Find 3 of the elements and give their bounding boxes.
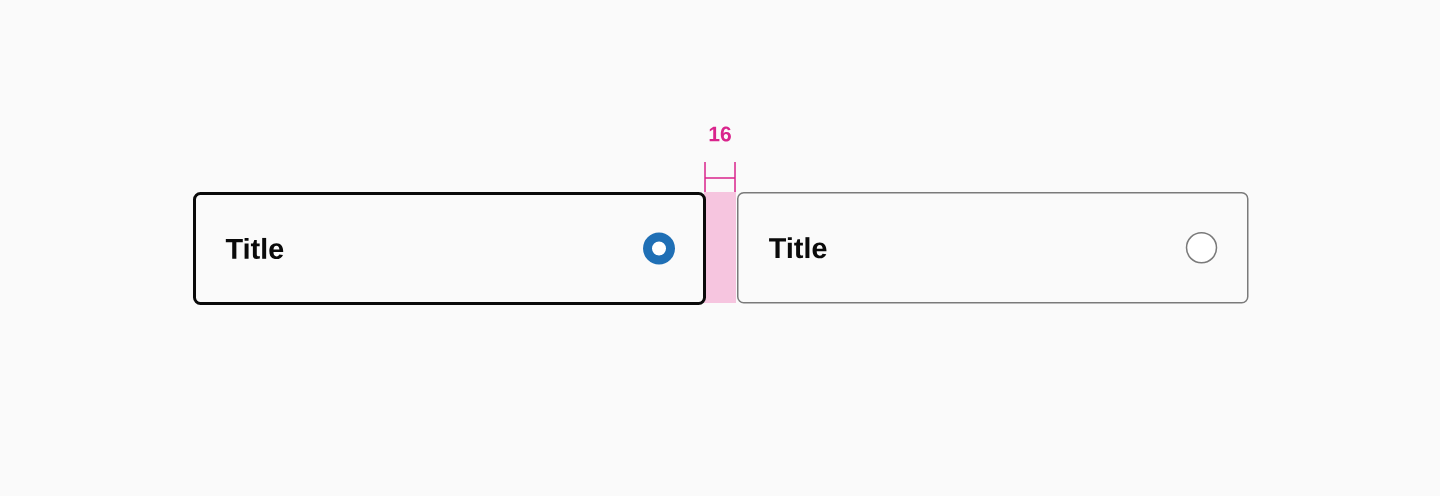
option-card: Title (737, 192, 1249, 304)
dimension-label: 16 (709, 126, 731, 142)
option-card: Title (193, 192, 706, 305)
